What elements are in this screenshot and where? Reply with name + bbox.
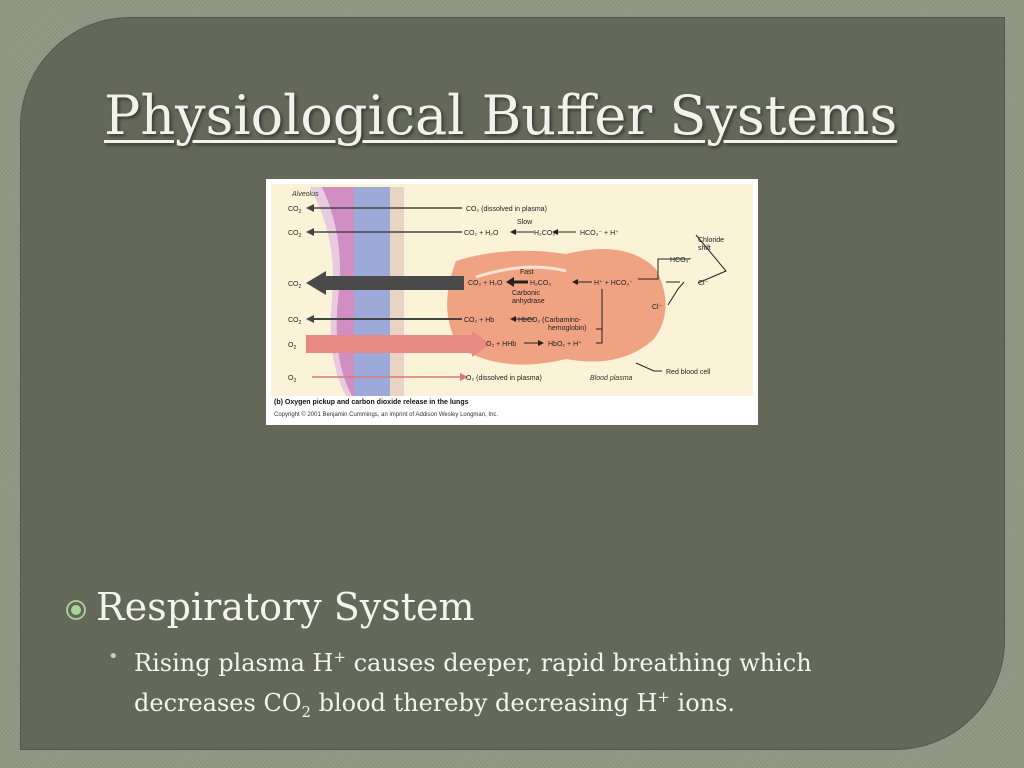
row1-left: CO2 (288, 206, 302, 215)
row4-hbco2: HbCO₂ (Carbamino- (518, 317, 582, 324)
red-blood-cell-shape (447, 249, 666, 365)
rbc-eq1: CO₂ + H₂O (468, 280, 503, 287)
cl-left-label: Cl⁻ (652, 304, 663, 311)
chloride-shift-label-1: Chloride (698, 237, 724, 244)
o2-large-arrow (306, 335, 476, 353)
alveolus-label: Alveolus (291, 191, 319, 198)
row2-bicarbonate: HCO₃⁻ + H⁺ (580, 229, 619, 237)
enzyme-label-2: anhydrase (512, 298, 545, 305)
interstitial-tissue (390, 187, 404, 396)
row5-left: O2 (288, 342, 296, 351)
fast-label: Fast (520, 269, 534, 276)
row1-right: CO₂ (dissolved in plasma) (466, 206, 547, 213)
rbc-eq2: H₂CO₃ (530, 280, 551, 287)
co2-large-arrow (322, 276, 464, 290)
gas-exchange-diagram: Alveolus CO2 CO₂ (dissolved in plasma) C… (271, 184, 753, 418)
target-bullet-icon (66, 600, 86, 620)
slide-title: Physiological Buffer Systems (104, 84, 898, 147)
rbc-eq3: H⁺ + HCO₃⁻ (594, 279, 633, 287)
row5-right: O₂ + HHb (486, 341, 516, 348)
bullet-level2: • Rising plasma H+ causes deeper, rapid … (108, 640, 868, 729)
row2-left: CO2 (288, 230, 302, 239)
bullet-respiratory-system: Respiratory System (62, 585, 475, 629)
gas-exchange-figure: Alveolus CO2 CO₂ (dissolved in plasma) C… (266, 179, 758, 425)
red-blood-cell-label: Red blood cell (666, 369, 711, 376)
bullet-level1-text: Respiratory System (96, 585, 475, 629)
row3-left: CO2 (288, 281, 302, 290)
row2-right: CO₂ + H₂O (464, 230, 499, 237)
row5-hbo2: HbO₂ + H⁺ (548, 340, 582, 348)
row4-right: CO₂ + Hb (464, 317, 494, 324)
row4-left: CO2 (288, 317, 302, 326)
figure-copyright: Copyright © 2001 Benjamin Cummings, an i… (274, 411, 498, 418)
chloride-shift-label-2: shift (698, 245, 711, 252)
row6-right: O₂ (dissolved in plasma) (466, 375, 542, 382)
blood-plasma-label: Blood plasma (590, 375, 633, 382)
enzyme-label-1: Carbonic (512, 290, 541, 297)
hco3-label: HCO₃⁻ (670, 257, 692, 264)
row4-carbamino: hemoglobin) (548, 325, 587, 332)
row2-h2co3: H₂CO₃ (534, 230, 555, 237)
bullet-dot-icon: • (108, 646, 119, 667)
slow-label: Slow (517, 219, 533, 226)
cl-right-label: Cl⁻ (698, 280, 709, 287)
bullet-level2-text: Rising plasma H+ causes deeper, rapid br… (134, 648, 812, 721)
row6-left: O2 (288, 375, 296, 384)
capillary-wall (354, 187, 390, 396)
figure-caption: (b) Oxygen pickup and carbon dioxide rel… (274, 399, 469, 406)
